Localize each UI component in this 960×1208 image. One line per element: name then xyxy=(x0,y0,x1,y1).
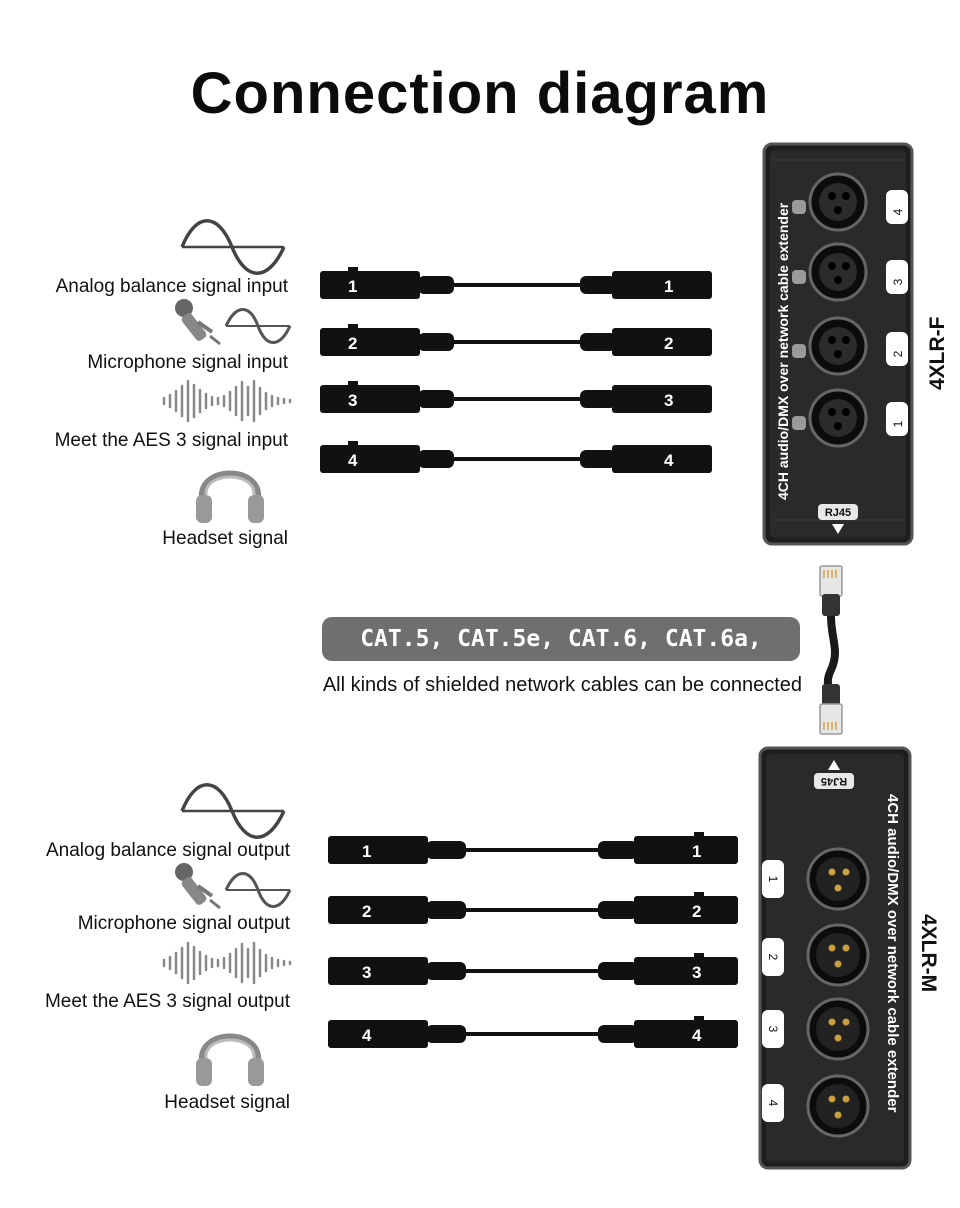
waveform-icon xyxy=(162,379,292,423)
output-label-microphone: Microphone signal output xyxy=(77,913,290,934)
cable-number-left: 4 xyxy=(348,451,358,470)
device-description: 4CH audio/DMX over network cable extende… xyxy=(884,794,901,1113)
cable-number-left: 1 xyxy=(362,842,371,861)
channel-tag-label: 3 xyxy=(766,1026,780,1033)
xlr-cable-1: 1 1 xyxy=(328,832,738,864)
cable-number-left: 4 xyxy=(362,1026,372,1045)
waveform-icon xyxy=(162,941,292,985)
cable-number-right: 3 xyxy=(692,963,701,982)
device-model-name: 4XLR-F xyxy=(926,316,949,390)
input-label-microphone: Microphone signal input xyxy=(87,352,288,373)
channel-tag-label: 3 xyxy=(891,278,905,285)
channel-tag-label: 1 xyxy=(891,420,905,427)
sine-wave-icon xyxy=(180,783,286,839)
headphone-icon xyxy=(196,470,264,523)
xlr-cable-4: 4 4 xyxy=(328,1016,738,1048)
device-model-name: 4XLR-M xyxy=(917,914,940,992)
xlr-male-connectors xyxy=(806,847,870,1138)
channel-tag-label: 2 xyxy=(766,954,780,961)
channel-tag-label: 1 xyxy=(766,876,780,883)
xlr-cable-2: 2 2 xyxy=(328,892,738,924)
xlr-female-sockets xyxy=(792,172,868,448)
cable-number-right: 3 xyxy=(664,391,673,410)
cable-number-left: 3 xyxy=(362,963,371,982)
xlr-cable-3: 3 3 xyxy=(328,953,738,985)
output-label-aes3: Meet the AES 3 signal output xyxy=(44,991,290,1012)
microphone-icon xyxy=(175,863,292,910)
headphone-icon xyxy=(196,1033,264,1086)
arrow-down-icon xyxy=(832,524,844,534)
xlr-cable-2: 2 2 xyxy=(320,324,712,356)
arrow-up-icon xyxy=(828,760,840,770)
cable-types-badge: CAT.5, CAT.5e, CAT.6, CAT.6a, CAT.7 xyxy=(322,617,800,696)
page-title: Connection diagram xyxy=(190,61,770,126)
output-label-headset: Headset signal xyxy=(164,1092,290,1113)
cable-number-right: 4 xyxy=(692,1026,702,1045)
cable-number-right: 1 xyxy=(692,842,701,861)
cable-number-left: 1 xyxy=(348,277,357,296)
channel-tag-label: 2 xyxy=(891,350,905,357)
cable-compatibility-note: All kinds of shielded network cables can… xyxy=(322,674,802,696)
cable-number-left: 2 xyxy=(362,902,371,921)
input-label-analog: Analog balance signal input xyxy=(55,276,288,297)
extender-device-female: 4 3 2 1 4CH audio/DMX over network cable… xyxy=(762,142,949,546)
input-label-headset: Headset signal xyxy=(162,528,288,549)
rj45-port-label: RJ45 xyxy=(825,507,851,519)
extender-device-male: RJ45 1 2 3 4 4CH audio/DMX over network … xyxy=(758,746,940,1170)
output-label-analog: Analog balance signal output xyxy=(45,840,290,861)
xlr-cable-1: 1 1 xyxy=(320,267,712,299)
rj45-network-cable xyxy=(819,565,843,735)
input-label-aes3: Meet the AES 3 signal input xyxy=(54,430,288,451)
cable-number-right: 2 xyxy=(664,334,673,353)
xlr-cable-3: 3 3 xyxy=(320,381,712,413)
channel-tag-label: 4 xyxy=(766,1100,780,1107)
cable-number-left: 3 xyxy=(348,391,357,410)
cable-number-right: 1 xyxy=(664,277,673,296)
xlr-cable-4: 4 4 xyxy=(320,441,712,473)
device-description: 4CH audio/DMX over network cable extende… xyxy=(775,202,791,500)
channel-tag-label: 4 xyxy=(891,208,905,215)
microphone-icon xyxy=(175,299,292,346)
rj45-port-label: RJ45 xyxy=(821,775,847,787)
cable-number-left: 2 xyxy=(348,334,357,353)
cable-number-right: 4 xyxy=(664,451,674,470)
cable-number-right: 2 xyxy=(692,902,701,921)
sine-wave-icon xyxy=(180,219,286,275)
